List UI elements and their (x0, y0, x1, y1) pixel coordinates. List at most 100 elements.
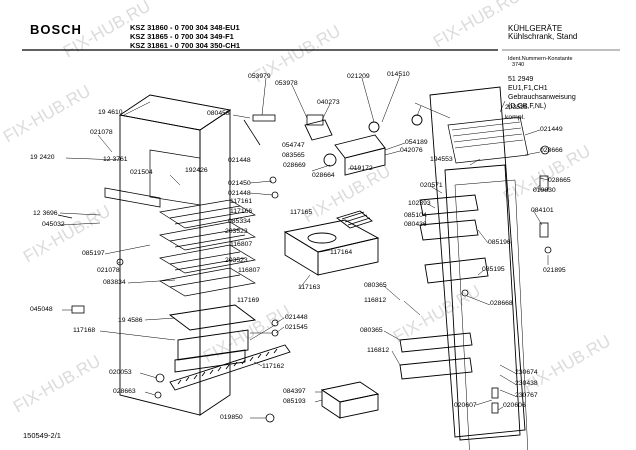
leader-lines (59, 75, 549, 419)
part-label: 021078 (90, 129, 113, 136)
part-label: 080365 (364, 282, 387, 289)
part-label: 116807 (230, 241, 253, 248)
part-label: 028669 (283, 162, 306, 169)
model-line: KSZ 31865 - 0 700 304 349-F1 (130, 32, 234, 41)
part-label: 085195 (482, 266, 505, 273)
part-label: 230438 (515, 380, 538, 387)
part-label: 117166 (230, 208, 253, 215)
part-label: 021448 (228, 157, 251, 164)
part-label: 021545 (285, 324, 308, 331)
base-grille (169, 344, 291, 391)
small-parts (57, 114, 552, 423)
part-label: 019850 (220, 414, 243, 421)
part-label: 117169 (237, 297, 260, 304)
part-label: 117164 (330, 249, 353, 256)
part-label: 117168 (73, 327, 96, 334)
category-subtitle: Kühlschrank, Stand (508, 32, 578, 41)
doc-info-line: 51 2949 (508, 76, 534, 83)
part-label: 085334 (228, 218, 251, 225)
part-label: 203523 (225, 228, 248, 235)
part-label: 085193 (283, 398, 306, 405)
part-label: kompl. (505, 114, 526, 121)
part-label: 021895 (543, 267, 566, 274)
part-label: 028668 (490, 300, 513, 307)
part-label: 020053 (109, 369, 132, 376)
part-label: 021504 (130, 169, 153, 176)
freezer-insert (283, 219, 380, 276)
part-label: 084397 (283, 388, 306, 395)
part-label: 021078 (97, 267, 120, 274)
part-label: 020571 (420, 182, 443, 189)
thermostat-housing (304, 114, 423, 176)
category-title: KÜHLGERÄTE (508, 24, 563, 33)
part-label: 084101 (531, 207, 554, 214)
part-label: 19 4586 (118, 317, 143, 324)
part-label: 116812 (364, 297, 387, 304)
part-label: 045032 (42, 221, 65, 228)
part-label: 19 2420 (30, 154, 55, 161)
part-label: 014510 (387, 71, 410, 78)
ident-value: 3740 (512, 62, 525, 68)
part-label: 080436 (404, 221, 427, 228)
cabinet-body (104, 94, 232, 416)
part-label: 019172 (350, 165, 373, 172)
part-label: 117161 (230, 198, 253, 205)
ident-label: Ident.Nummern-Konstante (508, 56, 573, 62)
part-label: 021449 (540, 126, 563, 133)
part-label: 021209 (347, 73, 370, 80)
glass-shelves (159, 199, 256, 297)
part-label: 021448 (285, 314, 308, 321)
part-label: 042076 (400, 147, 423, 154)
doc-info-line: Gebrauchsanweisung (508, 94, 576, 101)
part-label: 230767 (515, 392, 538, 399)
part-label: 116807 (238, 267, 261, 274)
part-label: 083834 (103, 279, 126, 286)
ice-tray (336, 210, 373, 229)
crisper-drawer (168, 304, 257, 373)
part-label: 028665 (548, 177, 571, 184)
part-label: 021450 (228, 180, 251, 187)
part-label: 203523 (225, 257, 248, 264)
part-label: 117162 (262, 363, 285, 370)
part-label: 028664 (312, 172, 335, 179)
part-label: 045048 (30, 306, 53, 313)
part-label: 020607 (454, 402, 477, 409)
part-label: 116812 (367, 347, 390, 354)
doc-info-line: EU1,F1,CH1 (508, 85, 548, 92)
butter-compartment (320, 381, 380, 419)
part-label: 085104 (404, 212, 427, 219)
part-label: 085197 (82, 250, 105, 257)
part-label: 230674 (515, 369, 538, 376)
part-label: 083565 (282, 152, 305, 159)
part-label: 019830 (533, 187, 556, 194)
part-label: 102393 (408, 200, 431, 207)
door-balconies (399, 194, 489, 380)
model-line: KSZ 31861 - 0 700 304 350-CH1 (130, 41, 241, 50)
part-label: 194553 (430, 156, 453, 163)
drawing-number: 150549-2/1 (23, 431, 61, 440)
part-label: 021448 (228, 190, 251, 197)
part-label: 203525 (505, 104, 528, 111)
part-label: 028666 (540, 147, 563, 154)
part-label: 19 4610 (98, 109, 123, 116)
part-label: 080365 (360, 327, 383, 334)
part-label: 192426 (185, 167, 208, 174)
part-label: 040273 (317, 99, 340, 106)
part-label: 053978 (275, 80, 298, 87)
part-label: 117163 (298, 284, 321, 291)
doc-info-line: (D,GB,F,NL) (508, 103, 547, 110)
part-label: 085196 (488, 239, 511, 246)
brand-logo: BOSCH (30, 22, 82, 37)
part-label: 054189 (405, 139, 428, 146)
part-label: 117165 (290, 209, 313, 216)
part-label: 053979 (248, 73, 271, 80)
part-label: 080458 (207, 110, 230, 117)
part-label: 020606 (503, 402, 526, 409)
part-label: 12 3696 (33, 210, 58, 217)
part-label: 054747 (282, 142, 305, 149)
part-label: 028663 (113, 388, 136, 395)
model-line: KSZ 31860 - 0 700 304 348-EU1 (130, 23, 240, 32)
door-liner (429, 86, 529, 450)
